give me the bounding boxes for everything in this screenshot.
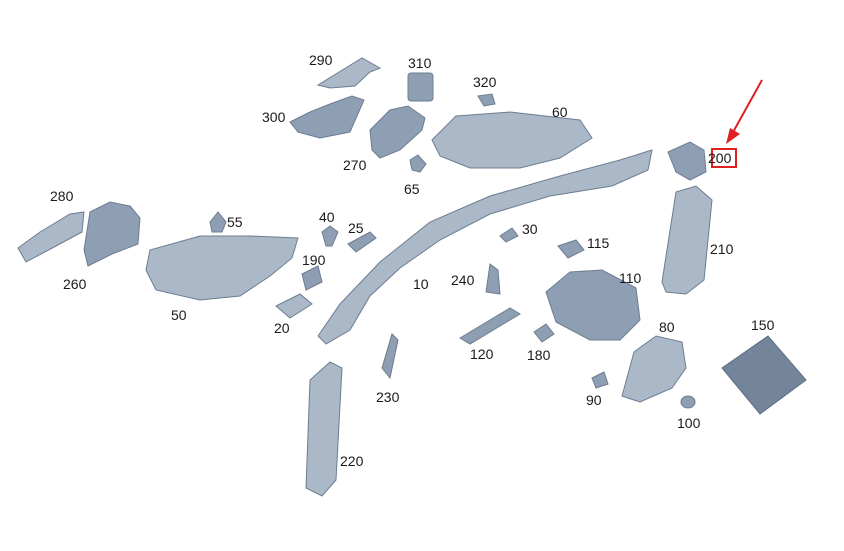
callout-115: 115: [587, 235, 610, 251]
callout-25: 25: [348, 220, 364, 236]
part-90: [591, 371, 609, 389]
callout-100: 100: [677, 415, 701, 431]
part-300: [289, 95, 365, 139]
callout-80: 80: [659, 319, 675, 335]
part-270: [369, 105, 426, 159]
part-290: [316, 57, 382, 89]
part-40: [321, 225, 339, 247]
part-320: [477, 93, 496, 107]
callout-50: 50: [171, 307, 187, 323]
part-240: [485, 263, 501, 295]
part-30: [499, 227, 519, 243]
part-100: [680, 395, 696, 409]
callout-30: 30: [522, 221, 538, 237]
part-220: [305, 361, 343, 497]
callout-270: 270: [343, 157, 367, 173]
callout-200: 200: [708, 150, 732, 166]
highlight-arrow: [731, 79, 763, 135]
callout-280: 280: [50, 188, 74, 204]
callout-20: 20: [274, 320, 290, 336]
callout-310: 310: [408, 55, 432, 71]
part-110: [545, 269, 641, 341]
part-65: [409, 154, 427, 173]
callout-90: 90: [586, 392, 602, 408]
callout-300: 300: [262, 109, 286, 125]
part-25: [347, 231, 377, 253]
part-20: [275, 293, 313, 319]
callout-65: 65: [404, 181, 420, 197]
part-190: [301, 265, 323, 291]
part-210: [661, 185, 713, 295]
highlight-box: [711, 148, 737, 168]
part-80: [621, 335, 687, 403]
highlight-arrowhead: [726, 128, 740, 144]
callout-10: 10: [413, 276, 429, 292]
part-55: [209, 211, 227, 233]
callout-40: 40: [319, 209, 335, 225]
part-310: [407, 72, 434, 102]
part-60: [431, 111, 593, 169]
part-120: [459, 307, 521, 345]
part-10: [317, 149, 653, 345]
part-200: [667, 141, 707, 181]
callout-320: 320: [473, 74, 497, 90]
callout-230: 230: [376, 389, 400, 405]
callout-110: 110: [619, 270, 642, 286]
callout-120: 120: [470, 346, 494, 362]
callout-290: 290: [309, 52, 333, 68]
callout-260: 260: [63, 276, 87, 292]
callout-240: 240: [451, 272, 475, 288]
callout-60: 60: [552, 104, 568, 120]
callout-190: 190: [302, 252, 326, 268]
part-230: [381, 333, 399, 380]
callout-180: 180: [527, 347, 551, 363]
callout-210: 210: [710, 241, 734, 257]
part-50: [145, 235, 299, 301]
part-150: [721, 335, 807, 415]
callout-150: 150: [751, 317, 775, 333]
callout-55: 55: [227, 214, 243, 230]
part-115: [557, 239, 585, 259]
part-180: [533, 323, 555, 343]
part-280: [17, 211, 85, 263]
part-260: [83, 201, 141, 267]
callout-220: 220: [340, 453, 364, 469]
